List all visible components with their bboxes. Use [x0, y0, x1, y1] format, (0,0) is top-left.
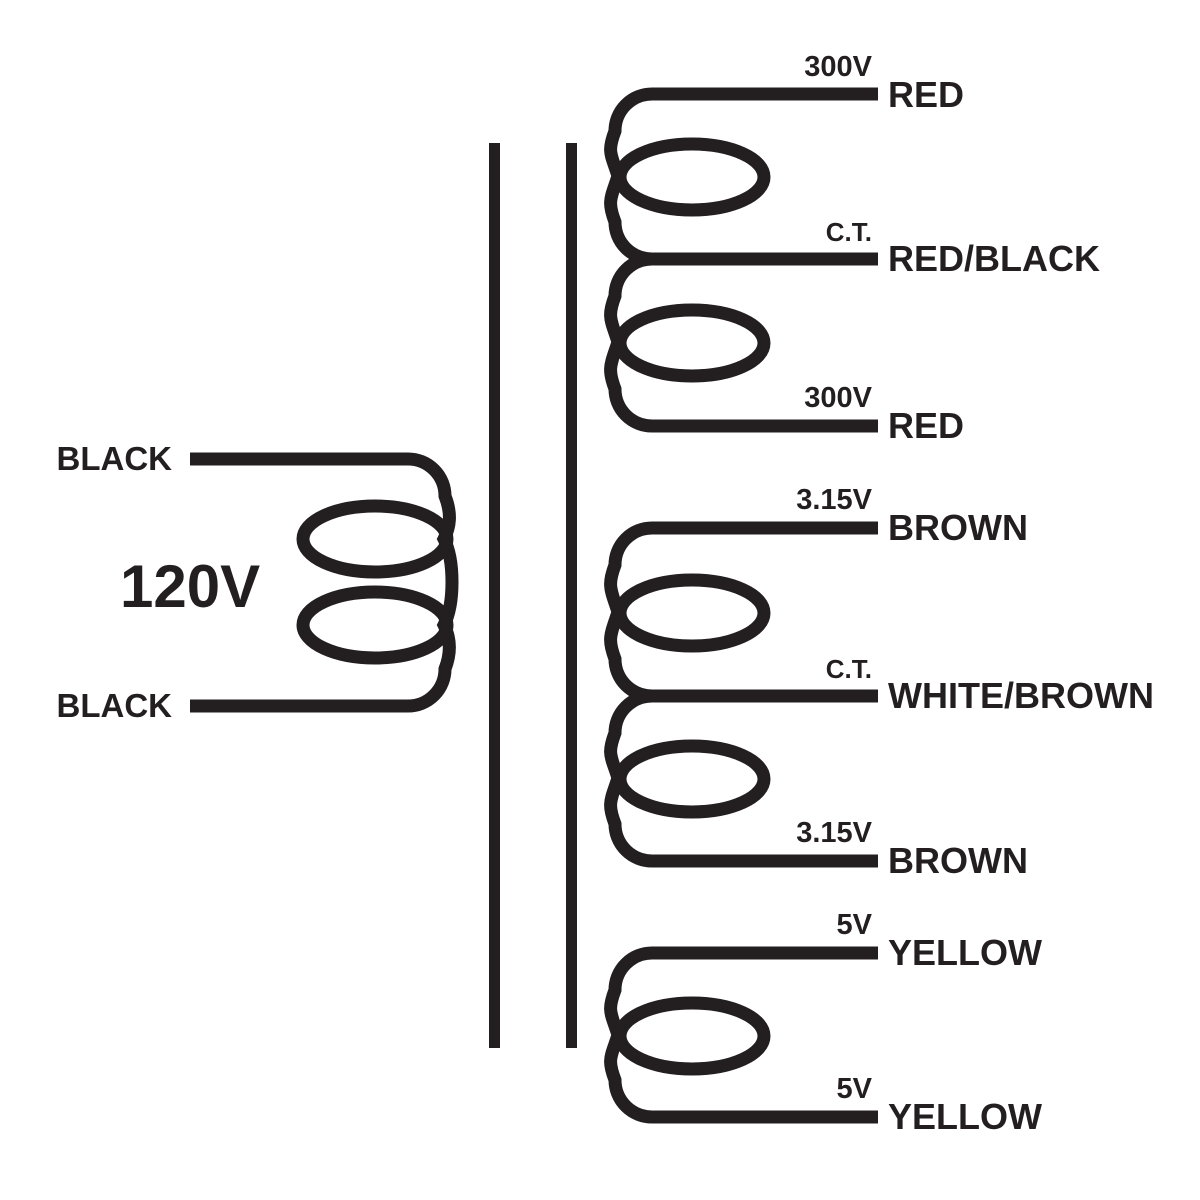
primary-top-lead-label: BLACK	[56, 440, 172, 477]
secondary-group2-loop-2	[613, 739, 771, 819]
tap-label-315v-top: 3.15V	[796, 483, 872, 516]
wire-label-red-black: RED/BLACK	[888, 238, 1100, 279]
core-bar-right	[566, 143, 577, 1048]
tap-label-315v-bottom: 3.15V	[796, 816, 872, 849]
tap-label-300v-bottom: 300V	[804, 381, 872, 414]
primary-winding-wire	[190, 452, 459, 713]
tap-label-5v-top: 5V	[836, 908, 872, 941]
secondary-group1-loop-2	[613, 303, 771, 383]
secondary-group3-loop-1	[613, 996, 771, 1076]
primary-bottom-lead-label: BLACK	[56, 687, 172, 724]
secondary-group1-loop-1	[613, 137, 771, 217]
primary-winding-loop-1	[296, 499, 454, 579]
wire-label-yellow-bottom: YELLOW	[888, 1096, 1042, 1137]
tap-label-5v-bottom: 5V	[836, 1072, 872, 1105]
wire-label-white-brown: WHITE/BROWN	[888, 675, 1154, 716]
primary-winding-loop-2	[296, 585, 454, 665]
secondary-group2-loop-1	[613, 573, 771, 653]
primary-voltage-label: 120V	[120, 553, 261, 620]
wire-label-brown-top: BROWN	[888, 507, 1028, 548]
tap-label-300v-top: 300V	[804, 50, 872, 83]
wire-label-red-bottom: RED	[888, 405, 965, 446]
tap-label-ct-hv: C.T.	[825, 216, 872, 247]
core-bar-left	[489, 143, 500, 1048]
wire-label-red-top: RED	[888, 74, 965, 115]
wire-label-yellow-top: YELLOW	[888, 932, 1042, 973]
tap-label-ct-filament: C.T.	[825, 653, 872, 684]
wire-label-brown-bottom: BROWN	[888, 840, 1028, 881]
